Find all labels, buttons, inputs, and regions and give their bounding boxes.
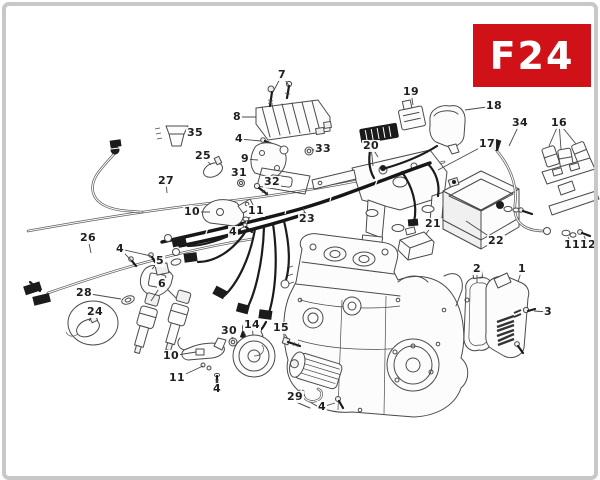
horn-drawing-14 bbox=[232, 320, 276, 378]
bolt-drawing-32 bbox=[253, 182, 269, 196]
hose-clamp-circle-drawing-24 bbox=[65, 300, 119, 346]
ignition-coils-drawing-6 bbox=[134, 289, 192, 354]
relay-drawing-21 bbox=[397, 226, 435, 261]
connector-block-drawing bbox=[359, 122, 399, 144]
fuse-holders-drawing-16 bbox=[541, 141, 596, 185]
figure-badge-label: F24 bbox=[489, 33, 575, 78]
bracket-drawing-10-upper bbox=[202, 198, 255, 234]
bracket-drawing-9 bbox=[250, 142, 311, 195]
side-cover-panel-drawing-1 bbox=[485, 272, 530, 359]
figure-badge: F24 bbox=[473, 24, 591, 87]
washer-drawing-28 bbox=[121, 295, 135, 305]
engine-drawing bbox=[283, 233, 469, 418]
harness-drawing-23 bbox=[160, 122, 440, 341]
side-bracket-drawing bbox=[503, 180, 600, 238]
nut-drawing-33 bbox=[304, 146, 314, 156]
mounting-bolts-drawing-7 bbox=[267, 80, 293, 108]
cable-drawing-26 bbox=[23, 237, 254, 306]
nut-drawing-31 bbox=[237, 179, 245, 187]
regulator-rectifier-drawing bbox=[255, 99, 332, 141]
starter-motor-drawing bbox=[289, 351, 343, 390]
clamp-drawing-25 bbox=[203, 155, 223, 178]
bracket-drawing-10-lower bbox=[177, 337, 227, 387]
clutch-cover-drawing bbox=[386, 338, 440, 392]
nut-drawing-30 bbox=[228, 337, 238, 347]
cover-screws-drawing-3 bbox=[514, 306, 537, 355]
relay-drawing-19 bbox=[398, 99, 426, 131]
breather-drawing-35 bbox=[154, 125, 189, 147]
